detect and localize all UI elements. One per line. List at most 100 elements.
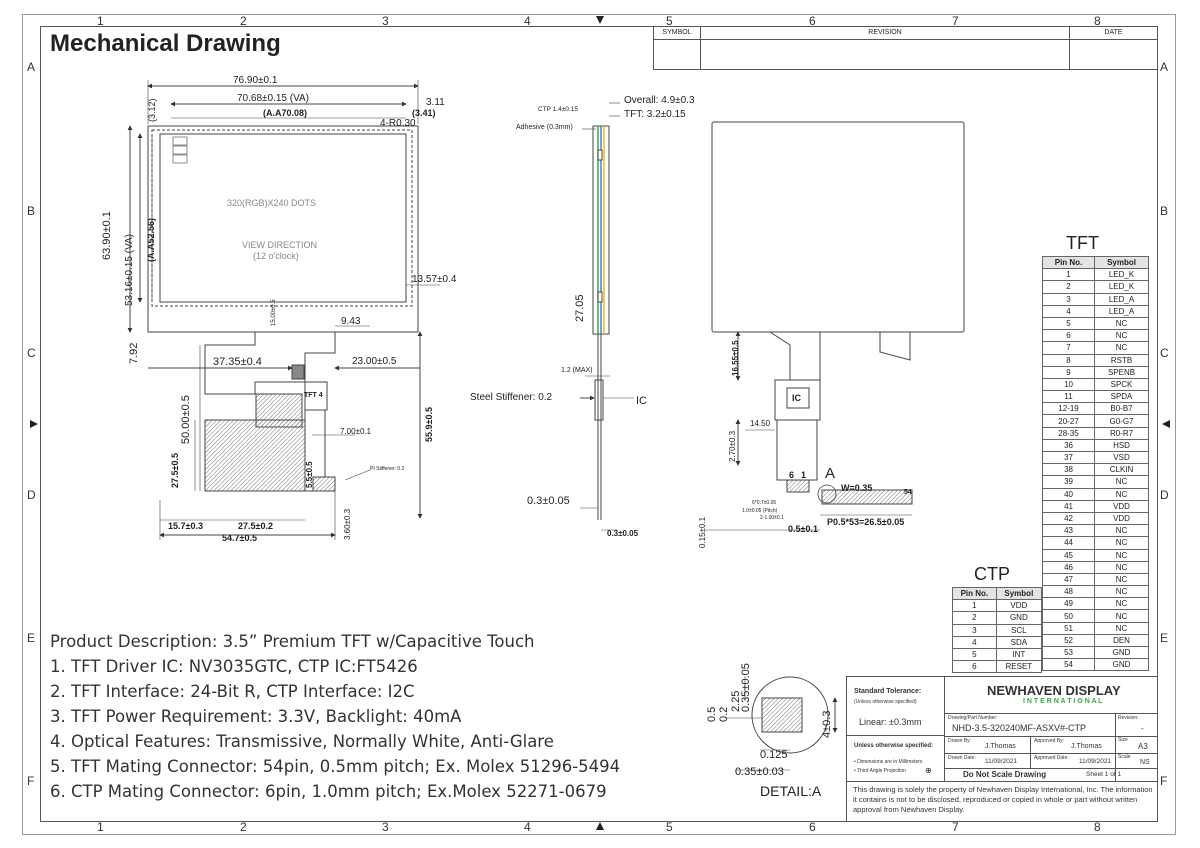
tft-header-pin: Pin No. [1041, 255, 1096, 270]
dim-5-5: 5.5±0.5 [305, 461, 314, 488]
tft-pin-cell: 7 [1041, 341, 1096, 355]
dim-fpc-left: 37.35±0.4 [213, 356, 262, 368]
tft-symbol-cell: LED_K [1094, 268, 1149, 282]
tft-pin-cell: 11 [1041, 390, 1096, 404]
tft-pin-cell: 8 [1041, 353, 1096, 367]
tft-symbol-cell: VDD [1094, 499, 1149, 513]
zone-col-6: 6 [809, 14, 816, 28]
side-max: 1.2 (MAX) [561, 367, 593, 374]
description-line: Product Description: 3.5” Premium TFT w/… [50, 632, 535, 651]
tft-pin-cell: 2 [1041, 280, 1096, 294]
tft-pin-cell: 20-27 [1041, 414, 1096, 428]
tft-pin-cell: 43 [1041, 524, 1096, 538]
zone-row-f-right: F [1160, 774, 1168, 788]
dim-right-offset: 3.11 [426, 97, 445, 108]
ctp-symbol-cell: INT [995, 647, 1043, 662]
zone-row-e-right: E [1160, 631, 1169, 645]
zone-col-2: 2 [240, 14, 247, 28]
description-line: 1. TFT Driver IC: NV3035GTC, CTP IC:FT54… [50, 657, 418, 676]
dim-27-5-h: 27.5±0.5 [170, 453, 180, 488]
tft-symbol-cell: RSTB [1094, 353, 1149, 367]
dim-overall-height: 63.90±0.1 [101, 211, 113, 260]
dim-va-height: 53.16±0.15 (VA) [124, 233, 135, 306]
side-adhesive: Adhesive (0.3mm) [516, 124, 573, 131]
tft-pin-cell: 6 [1041, 329, 1096, 343]
ctp-symbol-cell: RESET [995, 660, 1043, 674]
tb-part-label: Drawing/Part Number: [948, 715, 998, 721]
zone-col-8: 8 [1094, 14, 1101, 28]
company-name: NEWHAVEN DISPLAY [987, 683, 1121, 698]
tft-symbol-cell: NC [1094, 316, 1149, 331]
ctp-pin-cell: 2 [952, 611, 997, 625]
zone-col-4-bottom: 4 [524, 820, 531, 834]
tb-linear: Linear: ±0.3mm [859, 717, 922, 727]
zone-row-b: B [27, 204, 36, 218]
tft-pin-cell: 53 [1041, 645, 1096, 660]
tb-size-label: Size [1118, 737, 1128, 743]
tft-pin-cell: 36 [1041, 438, 1096, 453]
tft-pin-cell: 4 [1041, 304, 1096, 318]
front-view [127, 80, 440, 540]
ctp-pin-cell: 6 [952, 660, 997, 674]
tft-symbol-cell: NC [1094, 524, 1149, 538]
dim-9-43: 9.43 [341, 316, 361, 327]
side-ctp: CTP 1.4±0.15 [538, 106, 578, 113]
detail-label: DETAIL:A [760, 783, 822, 799]
tft-pin-cell: 51 [1041, 621, 1096, 635]
zone-col-7-bottom: 7 [952, 820, 959, 834]
tb-size: A3 [1138, 742, 1148, 751]
side-0-3b: 0.3±0.05 [607, 529, 639, 538]
back-view [705, 121, 965, 531]
tb-drawn-date: 11/09/2021 [985, 758, 1018, 765]
zone-col-3-bottom: 3 [382, 820, 389, 834]
side-0-15: 0.15±0.1 [698, 516, 707, 548]
zone-col-1-bottom: 1 [97, 820, 104, 834]
tft-header-symbol: Symbol [1094, 255, 1149, 270]
tft-symbol-cell: GND [1094, 658, 1149, 672]
zone-row-c: C [27, 346, 36, 360]
zone-col-8-bottom: 8 [1094, 820, 1101, 834]
tft-pin-cell: 1 [1041, 268, 1096, 282]
ctp-pin-cell: 3 [952, 623, 997, 637]
description-line: 5. TFT Mating Connector: 54pin, 0.5mm pi… [50, 757, 621, 776]
tb-approved-by-label: Approved By: [1034, 738, 1065, 744]
tft-pin-cell: 50 [1041, 609, 1096, 623]
dim-right-offset-aa: (3.41) [412, 108, 436, 118]
tft-pin-cell: 39 [1041, 475, 1096, 489]
tft-pin-cell: 49 [1041, 597, 1096, 611]
ctp-symbol-cell: VDD [995, 599, 1043, 613]
tb-drawn-by-label: Drawn By: [948, 738, 972, 744]
revision-symbol-header: SYMBOL [654, 27, 701, 40]
zone-row-d-right: D [1160, 488, 1169, 502]
tft-symbol-cell: DEN [1094, 633, 1149, 648]
tft-symbol-cell: B0-B7 [1094, 402, 1149, 416]
dim-left-offset: (3.12) [147, 98, 157, 122]
tft-pin-cell: 12-19 [1041, 402, 1096, 416]
dim-aa-height: (A.A52.56) [146, 217, 156, 262]
tft-symbol-cell: NC [1094, 560, 1149, 574]
tb-unless: (Unless otherwise specified) [854, 699, 917, 705]
back-pitch-small: 6*0.7±0.05 [752, 500, 777, 506]
ctp-symbol-cell: SCL [995, 623, 1043, 637]
tft-symbol-cell: NC [1094, 329, 1149, 343]
dim-7-00: 7.00±0.1 [340, 427, 372, 436]
zone-col-7: 7 [952, 14, 959, 28]
revision-header: REVISION [701, 27, 1070, 40]
tft-symbol-cell: NC [1094, 572, 1149, 587]
tb-scale: NS [1140, 759, 1150, 766]
